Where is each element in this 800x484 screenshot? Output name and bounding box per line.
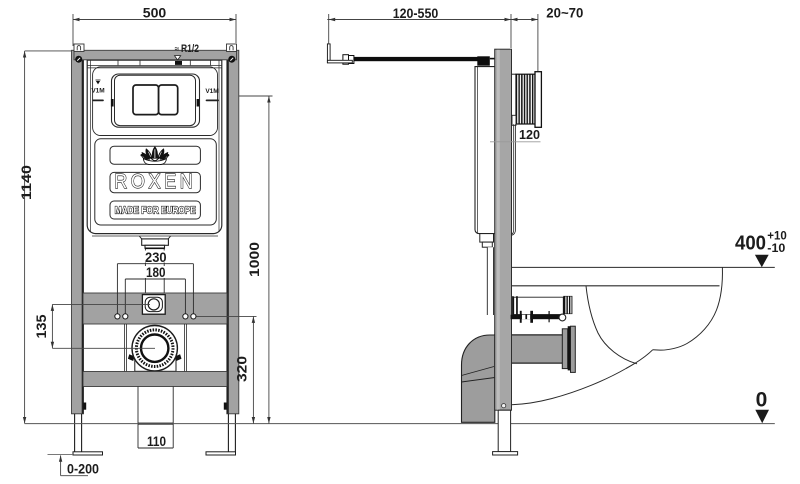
- svg-text:320: 320: [233, 356, 249, 382]
- svg-text:120: 120: [519, 127, 540, 142]
- svg-text:-10: -10: [767, 241, 785, 255]
- svg-text:230: 230: [145, 249, 167, 265]
- svg-text:400: 400: [735, 232, 766, 255]
- svg-text:120-550: 120-550: [393, 5, 439, 21]
- svg-text:500: 500: [143, 5, 167, 21]
- svg-text:ROXEN: ROXEN: [114, 171, 196, 193]
- svg-text:110: 110: [147, 433, 166, 449]
- svg-text:MADE FOR EUROPE: MADE FOR EUROPE: [115, 205, 196, 217]
- svg-text:≈: ≈: [175, 45, 180, 54]
- svg-text:V1M: V1M: [91, 88, 104, 95]
- svg-text:1000: 1000: [246, 242, 262, 277]
- svg-text:1140: 1140: [18, 165, 34, 200]
- svg-text:0: 0: [756, 389, 768, 412]
- svg-text:135: 135: [33, 314, 49, 338]
- svg-text:0-200: 0-200: [67, 460, 99, 476]
- svg-text:R1/2: R1/2: [181, 43, 199, 55]
- svg-text:V1M: V1M: [205, 88, 218, 95]
- svg-text:+10: +10: [767, 229, 787, 243]
- svg-text:180: 180: [146, 264, 166, 280]
- svg-text:20~70: 20~70: [546, 4, 583, 20]
